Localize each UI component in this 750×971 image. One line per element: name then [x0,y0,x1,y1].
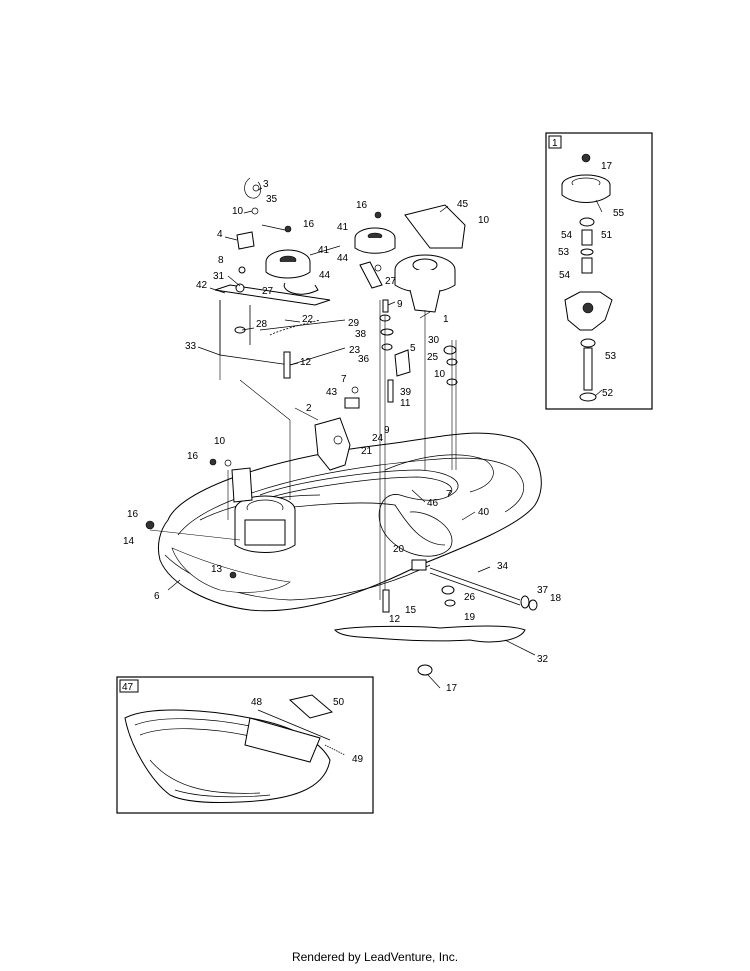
callout-label: 25 [427,352,439,363]
callout-label: 50 [333,697,345,708]
main-pulley-1 [394,204,466,313]
callout-label: 3 [263,179,269,190]
callout-label: 26 [464,592,476,603]
callout-label: 40 [478,507,490,518]
callout-label: 22 [302,314,314,325]
callout-label: 49 [352,754,364,765]
callout-label: 13 [211,564,223,575]
center-hardware [209,299,458,467]
callout-label: 54 [559,270,571,281]
callout-label: 21 [361,446,373,457]
callout-label: 28 [256,319,268,330]
callout-label: 20 [393,544,405,555]
callout-label: 30 [428,335,440,346]
alignment-lines [149,300,457,605]
callout-label: 29 [348,318,360,329]
callout-label: 15 [405,605,417,616]
callout-label: 12 [300,357,312,368]
callout-label: 12 [389,614,401,625]
callout-label: 33 [185,341,197,352]
callout-label: 17 [601,161,613,172]
callout-label: 10 [214,436,226,447]
inset-deflector-shield: 47 [116,676,374,814]
callout-label: 7 [446,489,452,500]
callout-label: 16 [127,509,139,520]
callout-label: 18 [550,593,562,604]
belt-guard-2 [314,417,351,471]
callout-label: 38 [355,329,367,340]
callout-label: 10 [434,369,446,380]
callout-label: 54 [561,230,573,241]
callout-label: 16 [356,200,368,211]
callout-numbers: 3 35 10 16 41 4 8 31 27 44 42 28 22 33 1… [123,161,625,765]
callout-label: 52 [602,388,614,399]
leader-lines [167,187,603,689]
deck-shell [157,432,542,612]
callout-label: 16 [187,451,199,462]
callout-label: 39 [400,387,412,398]
callout-label: 43 [326,387,338,398]
callout-label: 4 [217,229,223,240]
callout-label: 16 [303,219,315,230]
callout-label: 32 [537,654,549,665]
idler-bracket-assembly [214,177,346,379]
callout-label: 44 [319,270,331,281]
callout-label: 34 [497,561,509,572]
callout-label: 35 [266,194,278,205]
callout-label: 51 [601,230,613,241]
callout-label: 10 [232,206,244,217]
callout-label: 9 [397,299,403,310]
callout-label: 11 [400,398,411,409]
callout-label: 24 [372,433,384,444]
callout-label: 23 [349,345,361,356]
callout-label: 53 [605,351,617,362]
callout-label: 44 [337,253,349,264]
callout-label: 42 [196,280,208,291]
blade-assembly [145,520,538,676]
callout-label: 41 [318,245,330,256]
callout-label: 45 [457,199,469,210]
callout-label: 27 [262,286,274,297]
callout-label: 17 [446,683,458,694]
callout-label: 9 [384,425,390,436]
inset-1-label: 1 [552,138,558,149]
callout-label: 5 [410,343,416,354]
footer-credit: Rendered by LeadVenture, Inc. [291,950,459,964]
callout-label: 8 [218,255,224,266]
callout-label: 36 [358,354,370,365]
callout-label: 27 [385,276,397,287]
callout-label: 14 [123,536,135,547]
callout-label: 55 [613,208,625,219]
callout-label: 37 [537,585,549,596]
callout-label: 53 [558,247,570,258]
callout-label: 19 [464,612,476,623]
center-idler-assembly [354,211,396,289]
callout-label: 1 [443,314,449,325]
left-spindle-housing [231,467,296,553]
callout-label: 48 [251,697,263,708]
callout-label: 41 [337,222,349,233]
callout-label: 31 [213,271,225,282]
callout-label: 7 [341,374,347,385]
callout-label: 10 [478,215,490,226]
inset-47-label: 47 [122,682,134,693]
deck-belt [259,469,459,557]
inset-spindle-assembly: 1 [545,132,653,410]
callout-label: 6 [154,591,160,602]
callout-label: 46 [427,498,439,509]
callout-label: 2 [306,403,312,414]
